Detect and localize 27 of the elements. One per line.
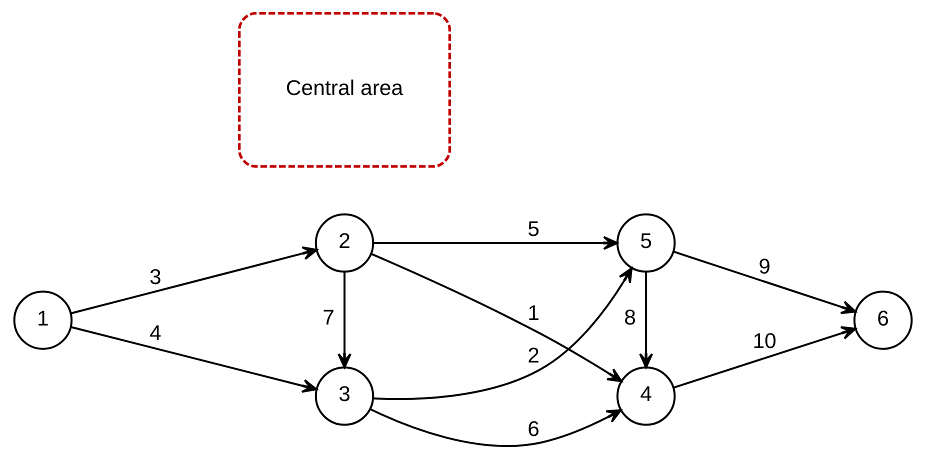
edge-label: 6: [527, 416, 539, 441]
edge-label: 4: [149, 320, 161, 345]
edge-label: 9: [758, 254, 770, 278]
node-circle: 5: [616, 213, 676, 273]
node-circle: 4: [616, 366, 676, 426]
arrow: [372, 236, 618, 250]
edge-label: 5: [527, 217, 539, 242]
arrow: [369, 408, 622, 448]
node-circle: 2: [314, 213, 374, 273]
edge-label: 8: [624, 306, 636, 330]
arrow: [337, 272, 351, 368]
node-circle: 3: [314, 366, 374, 426]
arrow: [70, 246, 318, 314]
arrow: [673, 326, 856, 388]
node-box: Central area: [238, 12, 451, 168]
edge-label: 10: [752, 328, 776, 353]
edge-label: 7: [322, 306, 334, 330]
arrow: [372, 267, 632, 400]
arrow: [638, 272, 653, 368]
arrow: [370, 253, 622, 382]
edge-label: 2: [527, 344, 539, 368]
edge-label: 1: [527, 300, 539, 325]
arrow: [70, 326, 317, 393]
arrow: [673, 250, 856, 314]
node-circle: 6: [852, 290, 912, 350]
node-circle: 1: [12, 290, 72, 350]
edge-label: 3: [149, 265, 161, 290]
